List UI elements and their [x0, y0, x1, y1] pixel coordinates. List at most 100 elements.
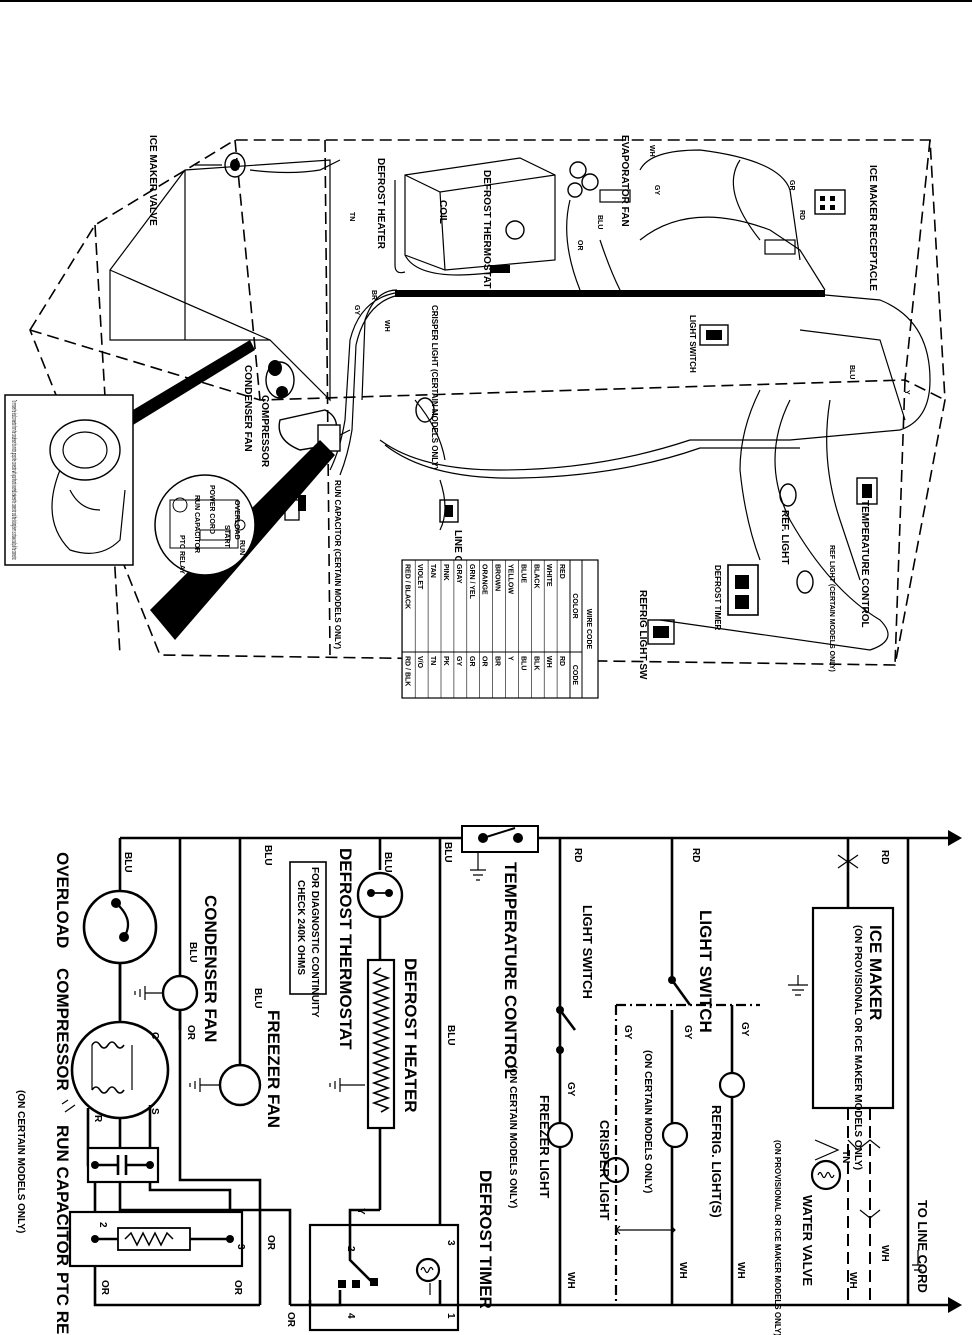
label-condenser-fan: CONDENSER FAN: [242, 365, 253, 452]
term-3: 3: [445, 1240, 456, 1246]
wire-code-color: GRAY: [455, 564, 462, 584]
sch-crisper-light: CRISPER LIGHT: [597, 1120, 612, 1220]
wire-tag: OR: [576, 240, 583, 251]
wire-tag: BLU: [596, 215, 603, 229]
line-cord-part: [439, 499, 459, 523]
sch-freezer-light: FREEZER LIGHT: [537, 1095, 552, 1198]
ice-maker-symbol: [788, 838, 924, 1305]
label-evaporator-fan: EVAPORATOR FAN: [619, 135, 630, 227]
wire-tag: Y: [903, 390, 910, 395]
wire-tag: GR: [788, 180, 795, 191]
term-p2: 2: [97, 1222, 108, 1228]
ice-maker-valve-part: [195, 152, 246, 178]
sch-water-valve: WATER VALVE: [800, 1195, 815, 1286]
connector-note: To remove the lead connector from the co…: [10, 400, 17, 560]
sch-defrost-timer: DEFROST TIMER: [476, 1170, 495, 1309]
overload-symbol: [82, 889, 158, 1020]
wl-or3: OR: [232, 1280, 243, 1296]
wl-blu2: BLU: [445, 1025, 456, 1046]
pictorial-labels: ICE MAKER VALVE DEFROST HEATER DEFROST T…: [147, 135, 878, 680]
sch-refrig-lights: REFRIG. LIGHT(S): [709, 1105, 724, 1218]
wl-gy3: GY: [622, 1025, 633, 1040]
sch-ice-maker: ICE MAKER: [866, 925, 885, 1020]
wl-wh4: WH: [677, 1262, 688, 1279]
sch-ice-maker-note-text: (ON PROVISIONAL OR ICE MAKER MODELS ONLY…: [852, 925, 863, 1170]
wire-code-code: BLU: [519, 656, 526, 670]
wire-harness: [249, 149, 931, 651]
evaporator-coil: [394, 157, 556, 276]
freezer-liner: [109, 159, 331, 402]
sch-ice-maker-note: (ON PROVISIONAL OR ICE MAKER MODELS ONLY…: [852, 925, 863, 1170]
sch-condenser-fan: CONDENSER FAN: [201, 895, 220, 1042]
ptc-relay-symbol: [68, 1182, 260, 1307]
wire-code-code: V/O: [416, 656, 423, 669]
term-p3: 3: [235, 1244, 246, 1250]
wire-code-color: RED: [558, 564, 565, 579]
wire-code-code: BR: [494, 656, 501, 666]
defrost-heater-symbol: [289, 861, 404, 1210]
wire-code-color: BROWN: [494, 564, 501, 591]
schematic-diagram: ICE MAKER (ON PROVISIONAL OR ICE MAKER M…: [15, 825, 962, 1335]
sch-defrost-heater: DEFROST HEATER: [401, 958, 420, 1113]
label-light-switch: LIGHT SWITCH: [688, 315, 697, 373]
run-capacitor-part: [284, 495, 306, 521]
wire-code-code: Y: [507, 656, 514, 661]
wire-code-code: OR: [481, 656, 488, 667]
wire-code-color: BLUE: [519, 564, 526, 583]
wire-code-color: TAN: [429, 564, 436, 578]
wl-blu6: BLU: [122, 852, 133, 873]
wire-tag: TN: [348, 212, 355, 221]
note-text: To remove the lead connector from the co…: [10, 400, 17, 560]
crisper-light-part: [415, 397, 435, 423]
wire-code-header-color: COLOR: [571, 593, 578, 618]
term-r: R: [92, 1115, 103, 1123]
wire-tag: GY: [353, 305, 360, 315]
wl-blu7: BLU: [187, 942, 198, 963]
label-run-capacitor: RUN CAPACITOR (CERTAIN MODELS ONLY): [333, 480, 342, 649]
wl-wh2: WH: [847, 1272, 858, 1289]
wire-code-header-code: CODE: [571, 665, 578, 686]
label-line-cord: LINE CORD: [452, 530, 463, 585]
label-run-capacitor-inset: RUN CAPACITOR: [193, 495, 200, 553]
wl-rd2: RD: [690, 848, 701, 862]
wire-code-color: ORANGE: [481, 564, 488, 595]
label-power-cord: POWER CORD: [208, 485, 215, 534]
sch-freezer-light-note: (ON CERTAIN MODELS ONLY): [507, 1065, 518, 1208]
defrost-thermostat-part: [490, 220, 525, 273]
wl-gy1: GY: [739, 1022, 750, 1037]
evaporator-fan-part: [567, 161, 631, 203]
schematic-labels: ICE MAKER (ON PROVISIONAL OR ICE MAKER M…: [15, 842, 930, 1335]
wl-or4: OR: [99, 1280, 110, 1296]
wire-code-code: BLK: [532, 656, 539, 670]
wire-code-code: GY: [455, 656, 462, 666]
label-temperature-control: TEMPERATURE CONTROL: [859, 500, 870, 628]
sch-ptc-relay: PTC RELAY: [53, 1272, 72, 1335]
sch-run-capacitor: RUN CAPACITOR: [53, 1125, 72, 1266]
wl-or1: OR: [185, 1025, 196, 1041]
wl-wh3: WH: [735, 1262, 746, 1279]
wl-gy4: GY: [565, 1082, 576, 1097]
wl-or2: OR: [265, 1235, 276, 1251]
label-ref-light-certain: REF LIGHT (CERTAIN MODELS ONLY): [828, 545, 835, 672]
wire-code-code: PK: [442, 656, 449, 666]
label-crisper-light: CRISPER LIGHT (CERTAIN MODELS ONLY): [430, 305, 439, 470]
wire-code-code: GR: [468, 656, 475, 667]
wire-code-color: YELLOW: [507, 564, 514, 594]
wire-code-code: TN: [429, 656, 436, 665]
compressor-symbol: [61, 1020, 232, 1215]
condenser-fan-part: [265, 360, 295, 399]
ref-light-part: [779, 483, 814, 594]
temperature-control-part: [856, 477, 878, 505]
wl-tn: TN: [840, 1150, 851, 1163]
wl-blu5: BLU: [252, 988, 263, 1009]
connector-inset: [4, 340, 255, 566]
sch-freezer-fan: FREEZER FAN: [264, 1010, 283, 1128]
wire-tag: BLU: [848, 365, 855, 379]
wl-wh5: WH: [565, 1272, 576, 1289]
wire-code-rows: REDRDWHITEWHBLACKBLKBLUEBLUYELLOWYBROWNB…: [402, 560, 565, 698]
wire-tag: GY: [653, 185, 660, 195]
label-defrost-heater: DEFROST HEATER: [375, 158, 386, 250]
label-coil: COIL: [437, 200, 448, 224]
wl-blu3: BLU: [382, 852, 393, 873]
